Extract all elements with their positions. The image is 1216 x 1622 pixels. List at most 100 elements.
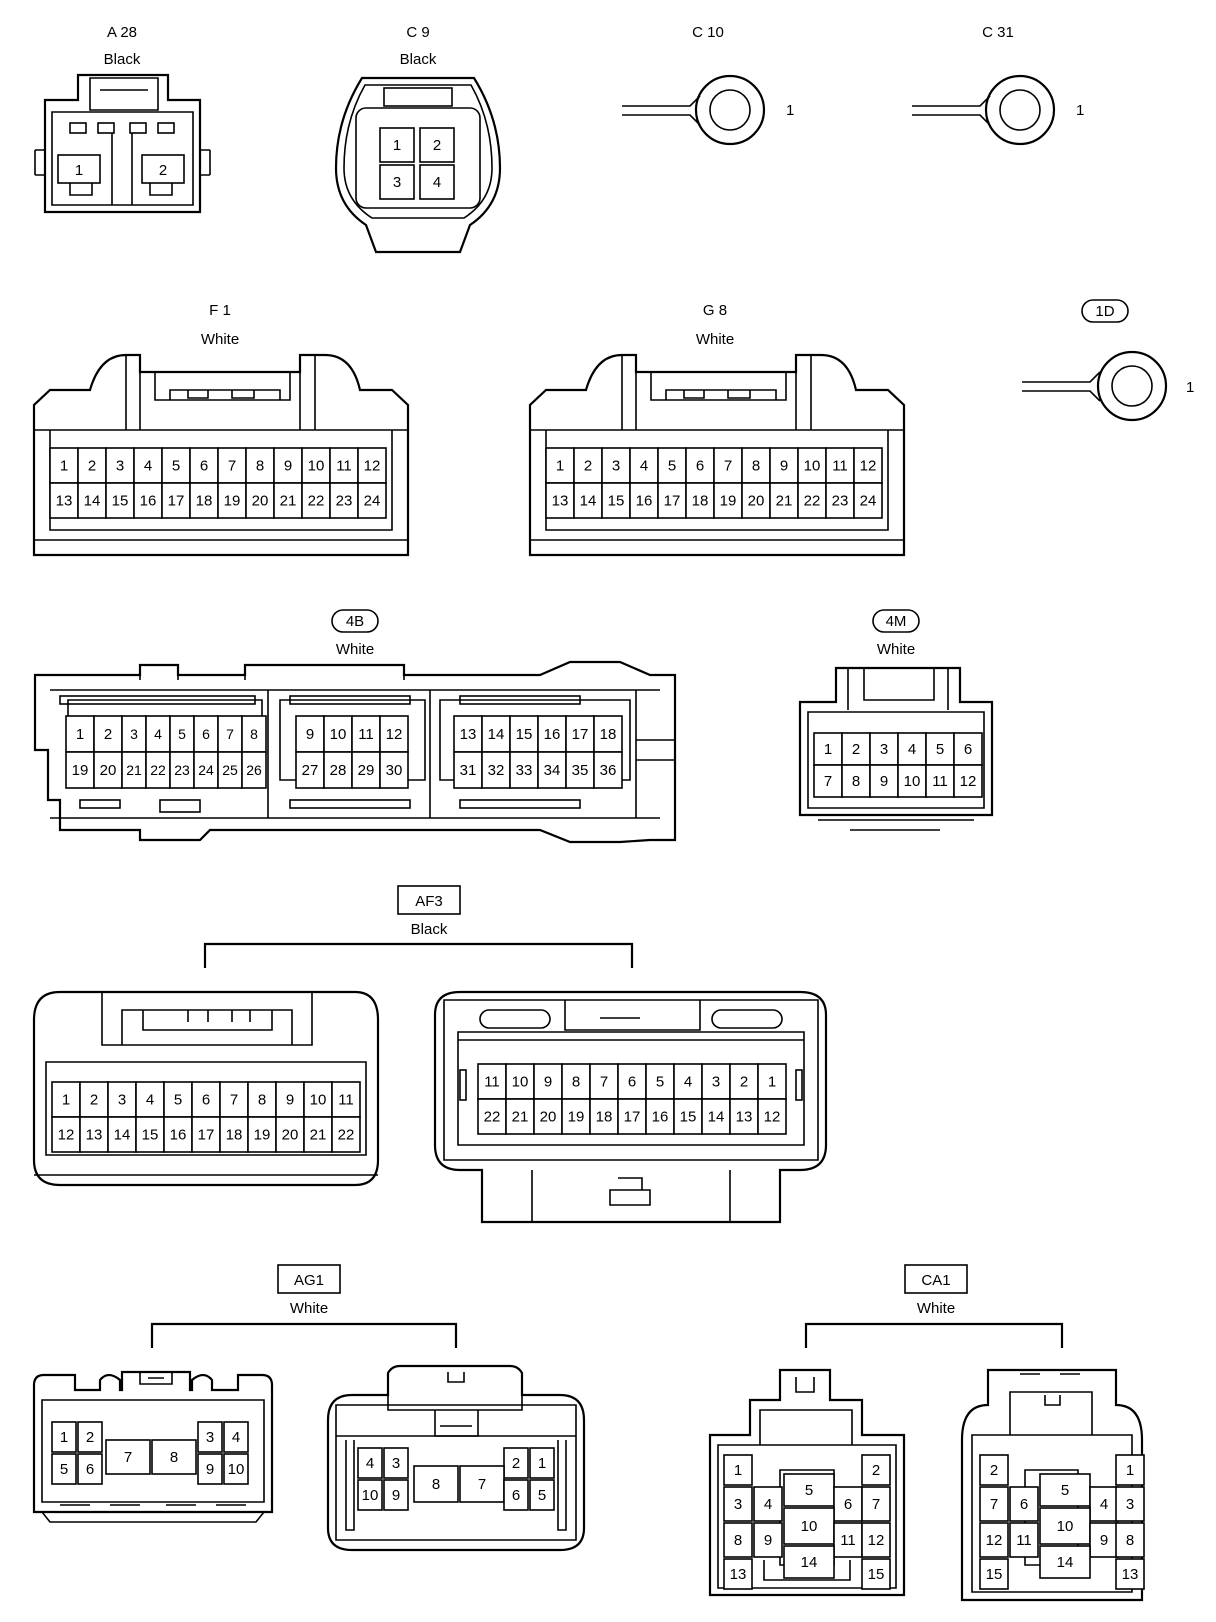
- pin-label: 21: [310, 1127, 327, 1144]
- pin-label: 20: [252, 493, 269, 510]
- pin-cell: [503, 1447, 529, 1479]
- pin-cell: [1115, 1522, 1145, 1558]
- pin-label: 12: [364, 458, 381, 475]
- pin-label: 4: [640, 458, 648, 475]
- connector-c10-code: C 10: [692, 24, 724, 41]
- pin-label: 1: [556, 458, 564, 475]
- pin-label: 1: [393, 137, 401, 154]
- pin-label: 3: [734, 1496, 742, 1513]
- pin-label: 1: [75, 162, 83, 179]
- pin-cell: [379, 127, 415, 163]
- pin-label: 3: [206, 1429, 214, 1446]
- pin-label: 8: [734, 1532, 742, 1549]
- pin-label: 18: [196, 493, 213, 510]
- pin-cell: [245, 447, 275, 484]
- pin-cell: [273, 447, 303, 484]
- pin-cell: [925, 764, 955, 798]
- pin-cell: [51, 1421, 77, 1453]
- pin-label: 14: [580, 493, 597, 510]
- pin-label: 1: [60, 1429, 68, 1446]
- pin-label: 5: [60, 1461, 68, 1478]
- pin-cell: [135, 1081, 165, 1118]
- pin-cell: [105, 482, 135, 519]
- pin-label: 20: [100, 762, 117, 779]
- pin-cell: [783, 1545, 835, 1579]
- pin-label: 11: [932, 773, 948, 790]
- pin-label: 8: [258, 1092, 266, 1109]
- pin-label: 2: [990, 1462, 998, 1479]
- terminal-pin-label: 1: [1186, 379, 1194, 396]
- connector-g8-color: White: [696, 331, 734, 348]
- pin-label: 15: [868, 1566, 885, 1583]
- connector-code-box: [277, 1264, 341, 1294]
- pin-label: 1: [734, 1462, 742, 1479]
- pin-label: 9: [544, 1074, 552, 1091]
- pin-label: 30: [386, 762, 403, 779]
- pin-label: 15: [680, 1109, 697, 1126]
- connector-ca1-bracket: [804, 1322, 1064, 1348]
- pin-cell: [833, 1486, 863, 1522]
- pin-cell: [685, 482, 715, 519]
- pin-label: 9: [764, 1532, 772, 1549]
- pin-label: 24: [198, 762, 214, 778]
- pin-label: 14: [1057, 1554, 1074, 1571]
- pin-label: 4: [146, 1092, 154, 1109]
- pin-label: 21: [512, 1109, 529, 1126]
- pin-label: 2: [88, 458, 96, 475]
- pin-cell: [419, 127, 455, 163]
- terminal-pin-label: 1: [1076, 102, 1084, 119]
- connector-4m-code: 4M: [886, 613, 907, 630]
- connector-af3-bracket: [203, 942, 634, 968]
- pin-cell: [529, 1479, 555, 1511]
- pin-cell: [753, 1522, 783, 1558]
- pin-label: 6: [844, 1496, 852, 1513]
- pin-cell: [869, 732, 899, 766]
- pin-cell: [357, 1479, 383, 1511]
- pin-cell: [105, 1439, 151, 1475]
- pin-cell: [813, 732, 843, 766]
- pin-cell: [509, 751, 539, 789]
- pin-label: 9: [780, 458, 788, 475]
- pin-cell: [1115, 1454, 1145, 1486]
- pin-label: 16: [170, 1127, 187, 1144]
- connector-c31: C 31 1: [912, 24, 1084, 146]
- pin-label: 20: [282, 1127, 299, 1144]
- pin-cell: [861, 1486, 891, 1522]
- pin-label: 22: [308, 493, 325, 510]
- pin-cell: [477, 1063, 507, 1100]
- pin-cell: [77, 482, 107, 519]
- pin-label: 3: [393, 174, 401, 191]
- wire: [622, 95, 701, 126]
- pin-label: 16: [636, 493, 653, 510]
- pin-label: 20: [540, 1109, 557, 1126]
- pin-cell: [869, 764, 899, 798]
- pin-label: 10: [228, 1461, 245, 1478]
- pin-cell: [217, 715, 243, 753]
- pin-label: 23: [336, 493, 353, 510]
- pin-cell: [329, 482, 359, 519]
- pin-label: 7: [872, 1496, 880, 1513]
- pin-label: 3: [116, 458, 124, 475]
- pin-cell: [241, 715, 267, 753]
- pin-label: 6: [200, 458, 208, 475]
- connector-ag1-bracket: [150, 1322, 458, 1348]
- pin-label: 19: [254, 1127, 271, 1144]
- pin-cell: [529, 1447, 555, 1479]
- pin-label: 6: [964, 741, 972, 758]
- pin-label: 4: [232, 1429, 240, 1446]
- pin-label: 21: [776, 493, 793, 510]
- pin-label: 29: [358, 762, 375, 779]
- pin-label: 9: [392, 1487, 400, 1504]
- pin-label: 22: [484, 1109, 501, 1126]
- pin-label: 5: [668, 458, 676, 475]
- pin-cell: [537, 751, 567, 789]
- pin-cell: [1115, 1558, 1145, 1590]
- pin-label: 5: [936, 741, 944, 758]
- pin-label: 21: [280, 493, 297, 510]
- pin-label: 19: [720, 493, 737, 510]
- pin-label: 12: [860, 458, 877, 475]
